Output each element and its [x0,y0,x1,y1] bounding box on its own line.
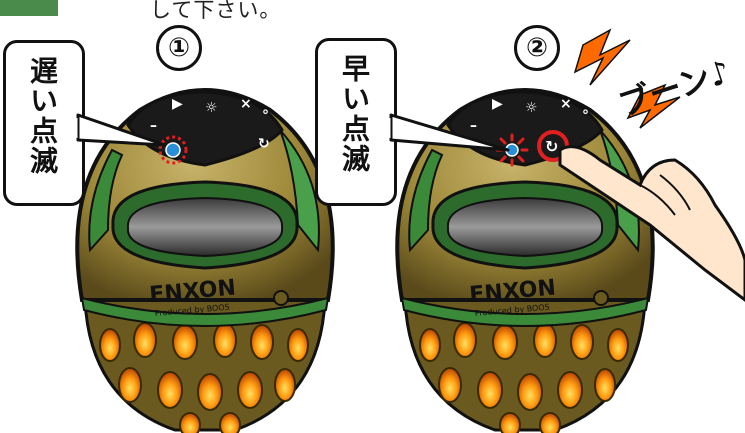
svg-text:▶: ▶ [492,96,503,112]
svg-text:°: ° [262,108,269,124]
instruction-text: して下さい。 [150,0,282,22]
bubble-slow-blink [3,40,85,206]
vibration-icon [573,28,681,129]
slow-blink-label: 遅い点滅 [26,56,59,176]
svg-text:↻: ↻ [545,137,558,156]
svg-text:°: ° [582,108,589,124]
svg-text:×: × [240,96,252,112]
bubble-fast-blink [315,38,397,206]
step-1-number: ① [156,25,202,71]
svg-text:☼: ☼ [525,100,538,116]
pointing-hand-icon [558,145,745,302]
bubble-2-tail [385,113,510,152]
bubble-1-tail [72,113,167,147]
fast-blink-label: 早い点滅 [338,54,371,174]
svg-text:▶: ▶ [172,96,183,112]
svg-text:–: – [150,118,157,134]
step-2-number: ② [514,25,560,71]
svg-text:–: – [470,118,477,134]
svg-text:☼: ☼ [205,100,218,116]
section-marker [0,0,58,16]
svg-text:×: × [560,96,572,112]
svg-text:↻: ↻ [258,136,270,152]
